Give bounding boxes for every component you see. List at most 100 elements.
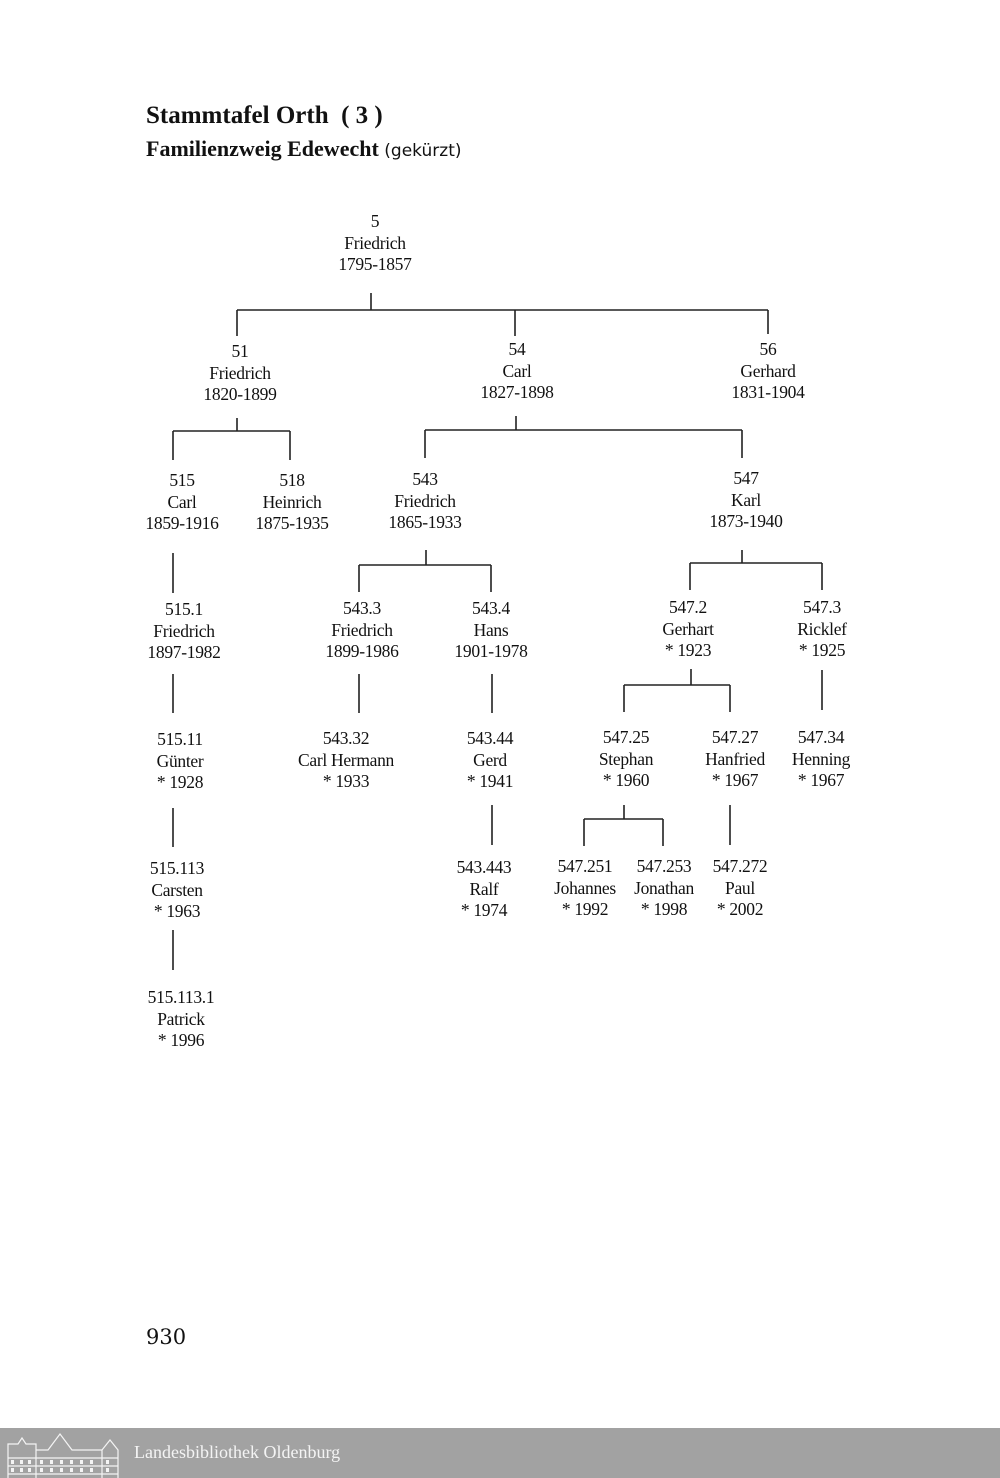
node-dates: * 1998 [640,899,688,919]
node-id: 547.253 [636,856,692,876]
node-name: Stephan [598,748,654,769]
node-dates: * 1933 [322,771,370,791]
node-name: Carl [502,360,532,381]
node-name: Jonathan [634,877,694,898]
node-id: 54 [508,339,526,359]
node-id: 515 [169,470,195,490]
tree-connectors [172,293,823,970]
node-name: Paul [725,877,755,898]
node-name: Gerhard [740,360,796,381]
node-id: 51 [231,341,249,361]
node-name: Friedrich [209,362,271,383]
node-name: Gerd [473,749,507,770]
node-id: 547.34 [797,727,845,747]
node-id: 543.3 [343,598,381,618]
node-dates: * 1996 [157,1030,205,1050]
library-name: Landesbibliothek Oldenburg [134,1442,341,1462]
page-number: 930 [146,1325,187,1349]
node-dates: 1875-1935 [255,513,329,533]
node-id: 547.25 [602,727,650,747]
node-dates: 1827-1898 [480,382,554,402]
page-subtitle: Familienzweig Edewecht (gekürzt) [146,136,462,162]
node-name: Hanfried [705,748,765,769]
node-id: 543.443 [456,857,512,877]
node-dates: 1831-1904 [731,382,805,402]
node-dates: 1873-1940 [709,511,783,531]
node-name: Friedrich [344,232,406,253]
node-name: Johannes [554,877,616,898]
node-id: 515.11 [157,729,203,749]
node-name: Hans [473,619,509,640]
page-title: Stammtafel Orth ( 3 ) [146,102,383,129]
node-name: Carl Hermann [297,749,395,770]
node-dates: 1897-1982 [147,642,221,662]
node-dates: * 1974 [460,900,508,920]
node-id: 543 [412,469,438,489]
library-building-logo [7,1433,119,1478]
node-dates: 1795-1857 [338,254,412,274]
node-id: 518 [279,470,305,490]
node-id: 547.27 [711,727,759,747]
node-id: 515.1 [165,599,203,619]
node-name: Ralf [469,878,499,899]
node-name: Ricklef [797,618,847,639]
node-id: 547.2 [669,597,707,617]
node-name: Gerhart [662,618,714,639]
node-name: Carl [167,491,197,512]
node-name: Karl [731,489,761,510]
node-id: 547.3 [803,597,841,617]
node-dates: * 1941 [466,771,514,791]
node-name: Heinrich [262,491,322,512]
node-dates: * 1967 [711,770,759,790]
node-id: 543.44 [466,728,514,748]
node-id: 515.113.1 [147,987,215,1007]
node-name: Carsten [151,879,203,900]
node-id: 547.272 [712,856,768,876]
node-id: 515.113 [149,858,205,878]
node-name: Friedrich [153,620,215,641]
node-id: 56 [759,339,777,359]
node-dates: * 1925 [798,640,846,660]
node-id: 547.251 [557,856,613,876]
node-dates: * 1963 [153,901,201,921]
node-dates: 1820-1899 [203,384,277,404]
node-dates: * 1923 [664,640,712,660]
node-name: Henning [791,748,851,769]
library-footer: Landesbibliothek Oldenburg [0,1428,1000,1478]
node-dates: * 1960 [602,770,650,790]
node-name: Günter [156,750,204,771]
node-id: 547 [733,468,759,488]
node-name: Friedrich [394,490,456,511]
node-name: Patrick [157,1008,205,1029]
node-dates: * 1992 [561,899,609,919]
subtitle-text: Familienzweig Edewecht [146,136,379,161]
node-dates: * 1928 [156,772,204,792]
node-dates: * 2002 [716,899,764,919]
subtitle-note: (gekürzt) [384,141,462,161]
